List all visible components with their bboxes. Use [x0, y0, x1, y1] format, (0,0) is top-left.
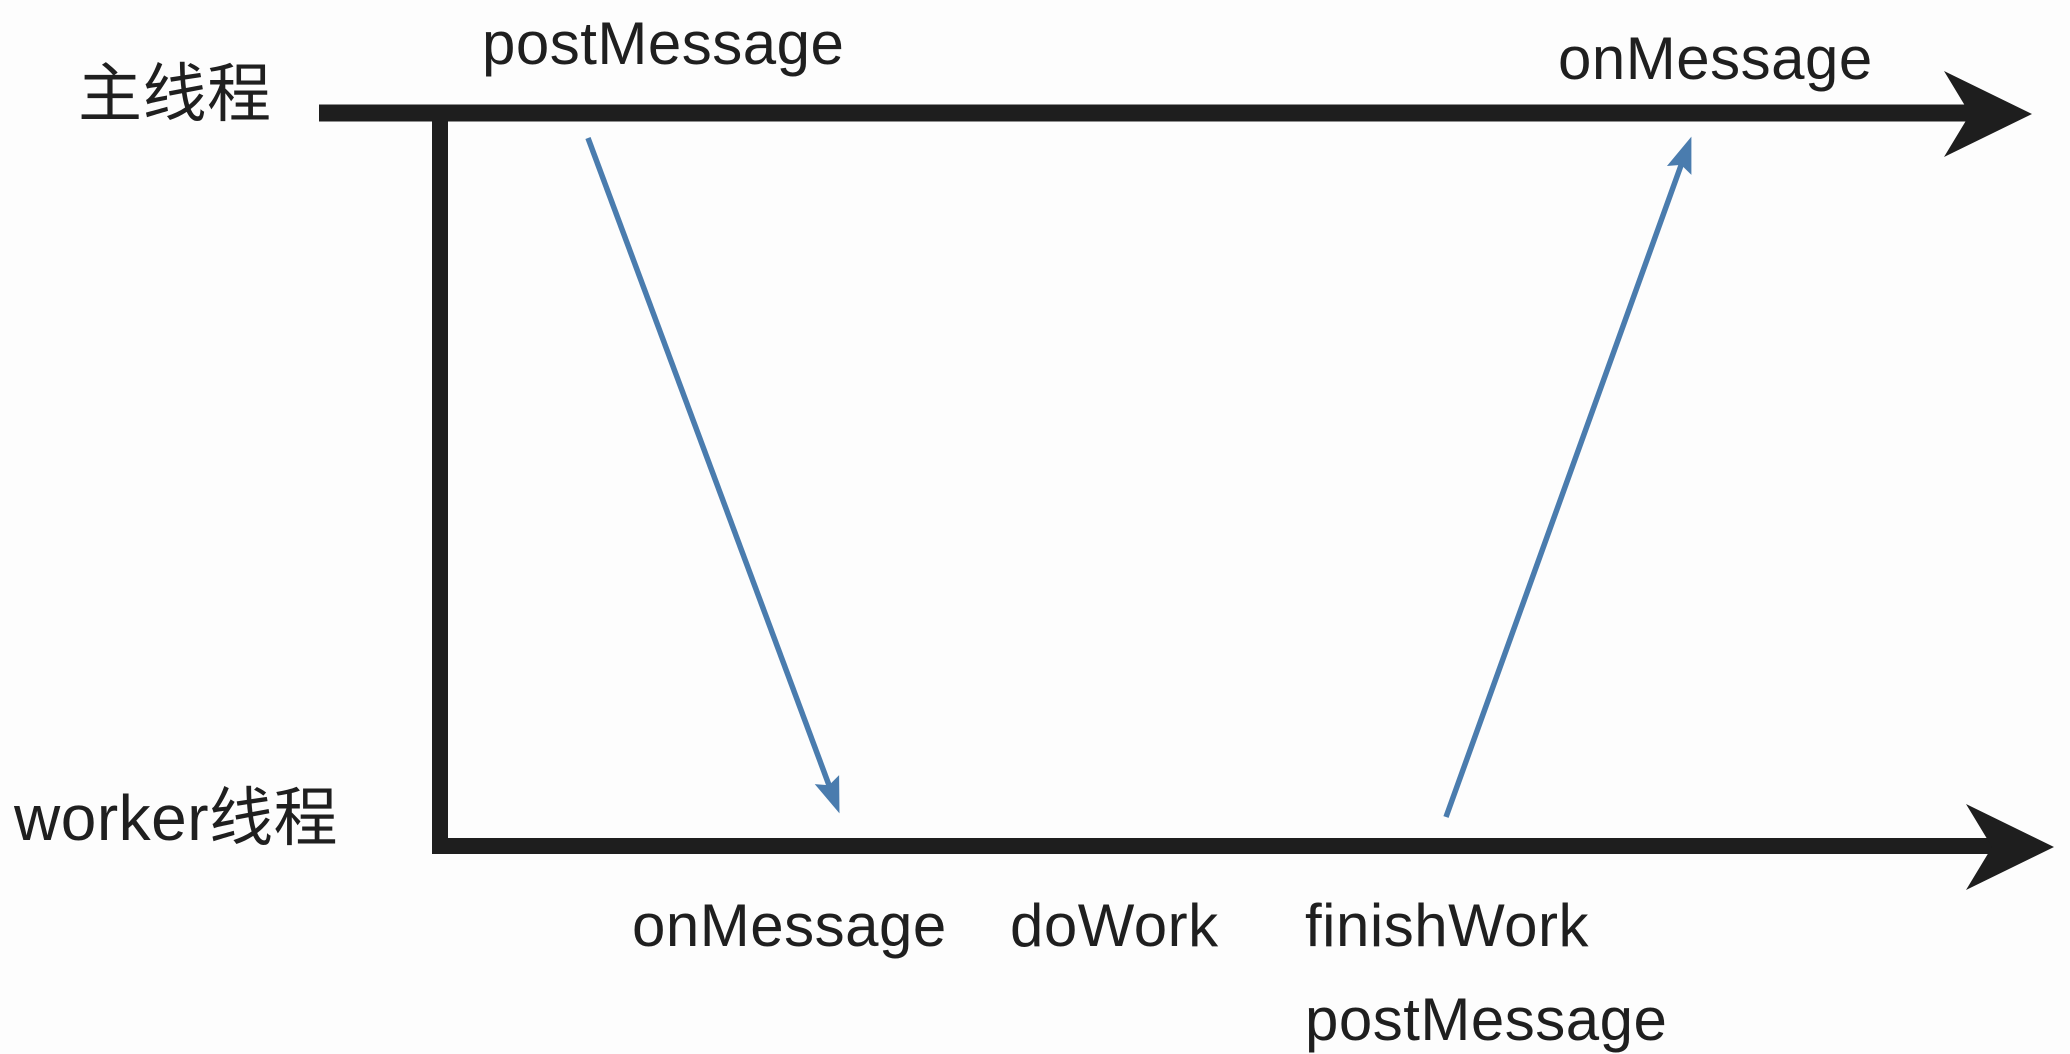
main-on-message-label: onMessage	[1558, 25, 1873, 92]
worker-finish-work-label: finishWork	[1305, 892, 1589, 959]
worker-thread-arrowhead	[1966, 804, 2054, 890]
main-thread-label: 主线程	[78, 58, 272, 130]
worker-thread-label: worker线程	[14, 782, 339, 854]
post-message-to-worker-arrow	[585, 137, 840, 814]
main-post-message-label: postMessage	[482, 10, 845, 77]
worker-thread-lifeline	[432, 116, 1996, 854]
worker-on-message-label: onMessage	[632, 892, 947, 959]
main-thread-arrowhead	[1944, 71, 2032, 157]
worker-post-message-to-main-arrow	[1443, 136, 1692, 818]
worker-post-message-label: postMessage	[1305, 986, 1668, 1053]
worker-do-work-label: doWork	[1010, 892, 1219, 959]
